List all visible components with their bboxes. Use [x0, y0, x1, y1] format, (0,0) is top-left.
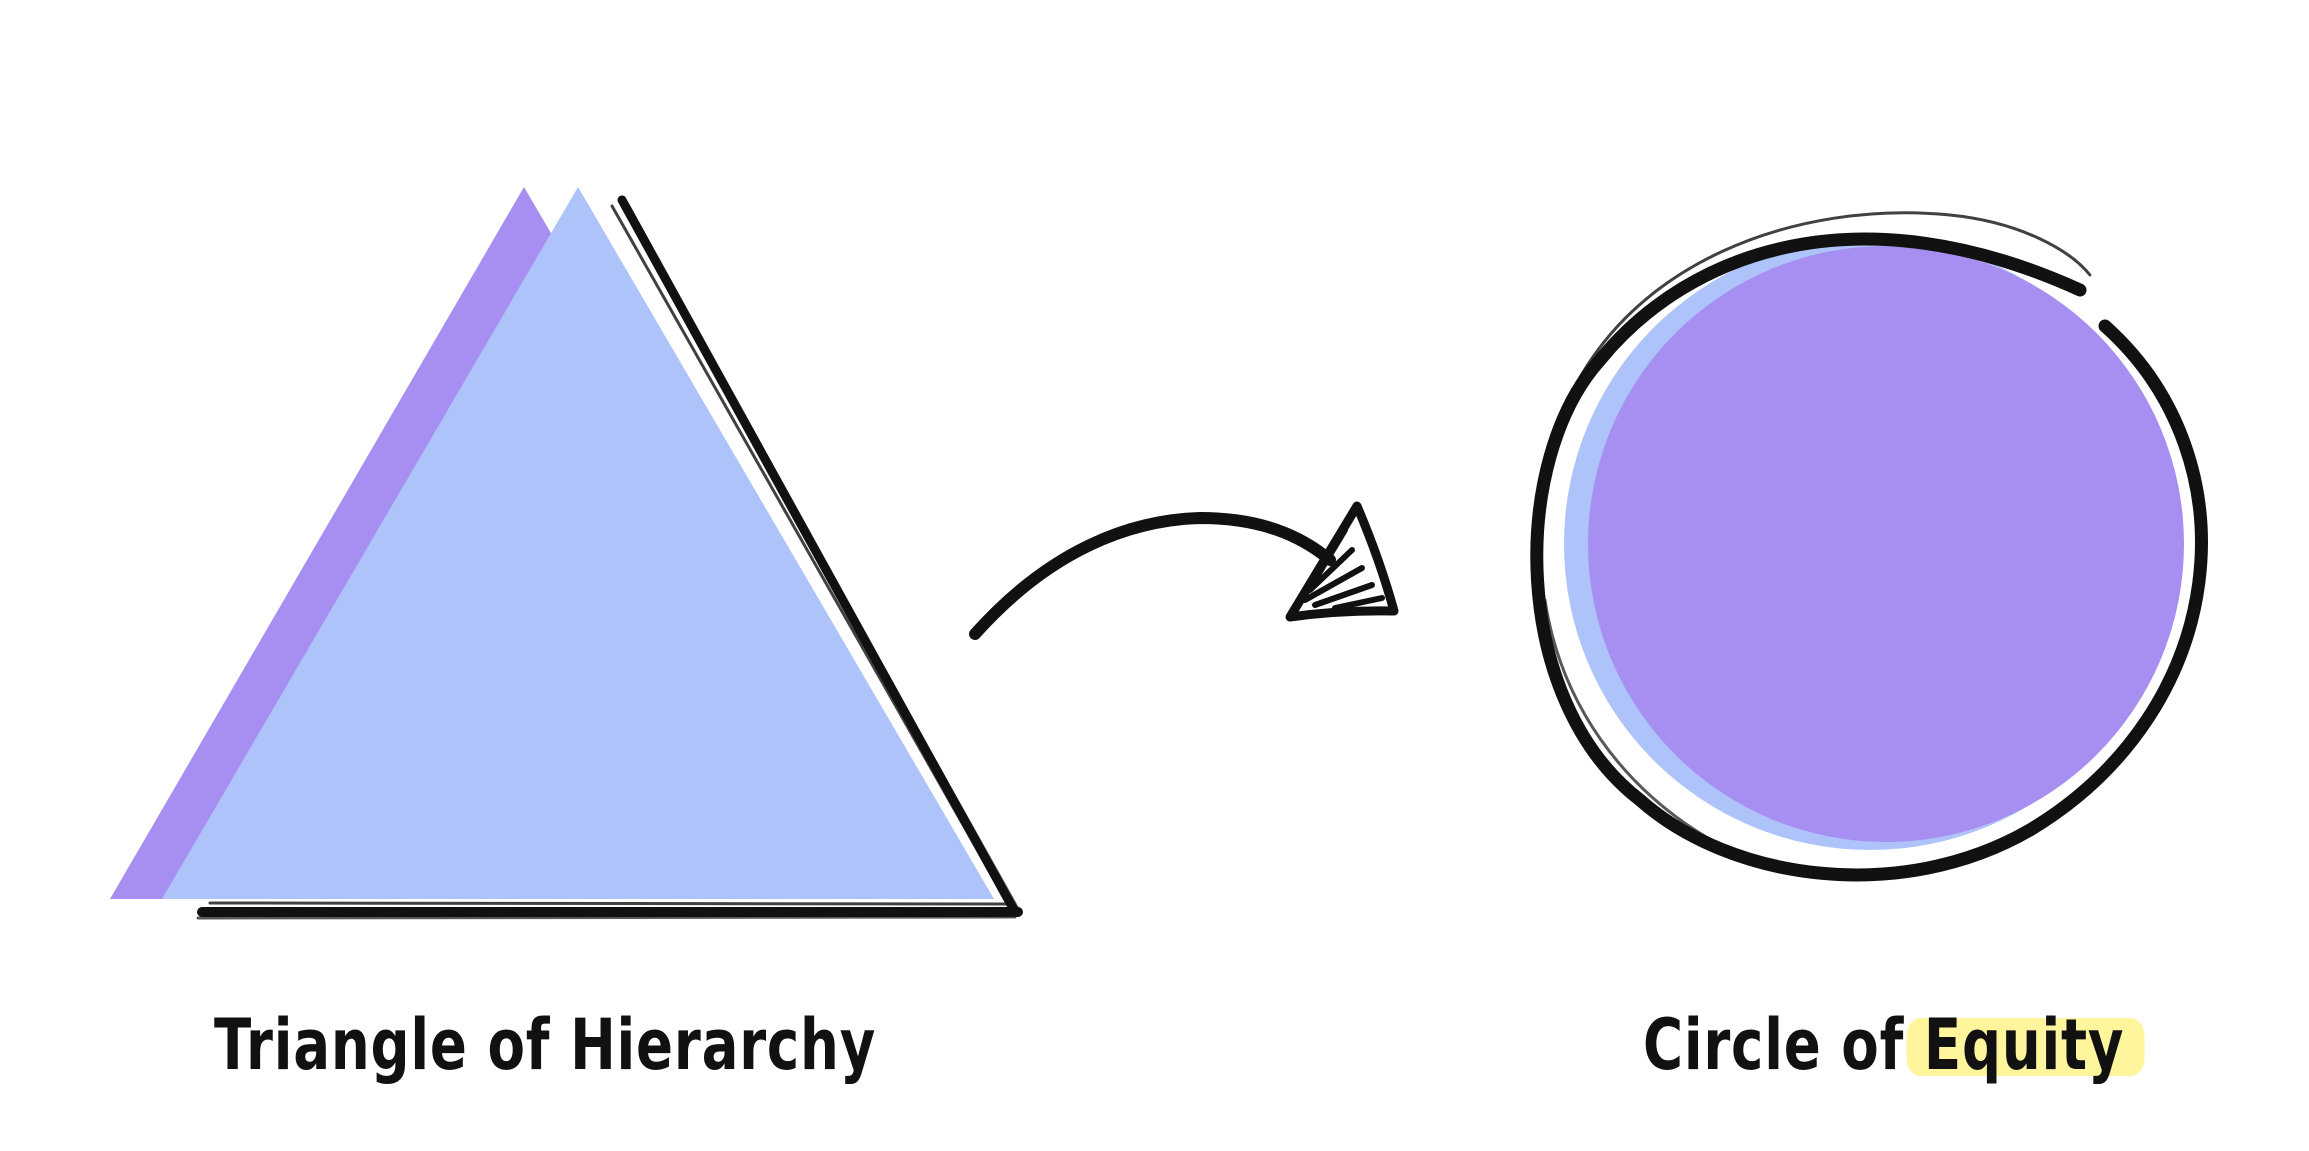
circle-outline-sketch — [1558, 211, 2092, 422]
circle-outline-sketch-2 — [1543, 598, 1722, 847]
curved-arrow-icon — [969, 501, 1399, 640]
circle-outline — [1530, 232, 2208, 882]
highlighted-word: Equity — [1923, 1004, 2125, 1086]
triangle-outline-bottom-sketch-2 — [196, 915, 1017, 920]
triangle-front-fill — [162, 187, 994, 899]
circle-caption-prefix: Circle of — [1643, 1004, 1905, 1086]
arrow-head-hatch — [1302, 527, 1385, 611]
triangle-outline-right-sketch-2 — [627, 211, 1019, 909]
arrow-shaft — [969, 511, 1336, 640]
triangle-caption: Triangle of Hierarchy — [214, 1004, 877, 1086]
triangle-outline-right-sketch — [610, 204, 1010, 906]
triangle-outline-bottom-sketch — [208, 901, 1012, 906]
circle-caption: Circle of Equity — [1643, 1000, 2124, 1090]
triangle-icon — [110, 187, 1023, 920]
arrow-head-outline — [1285, 501, 1399, 622]
circle-icon — [1530, 211, 2208, 882]
circle-front-fill — [1588, 246, 2184, 842]
